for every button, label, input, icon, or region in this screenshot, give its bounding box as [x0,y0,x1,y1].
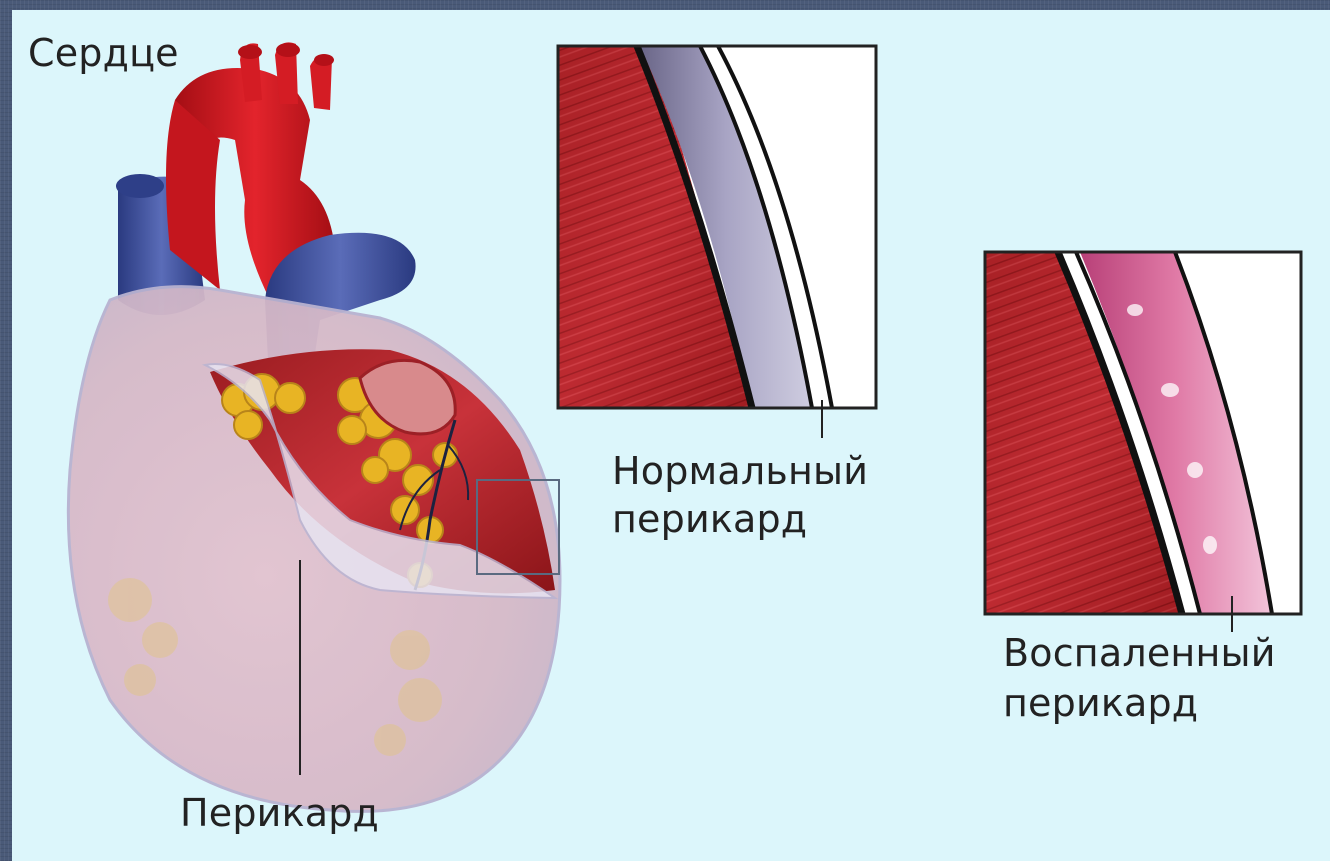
normal-pericardium-label-line2: перикард [612,496,807,542]
normal-pericardium-label-line1: Нормальный [612,448,868,494]
inflamed-pericardium-inset [985,252,1301,632]
heart-label: Сердце [28,30,179,76]
normal-pericardium-inset [558,46,876,438]
heart-illustration [68,42,560,811]
pericardium-label: Перикард [180,790,379,836]
inflamed-pericardium-label-line1: Воспаленный [1003,630,1276,676]
inflamed-pericardium-label-line2: перикард [1003,680,1198,726]
